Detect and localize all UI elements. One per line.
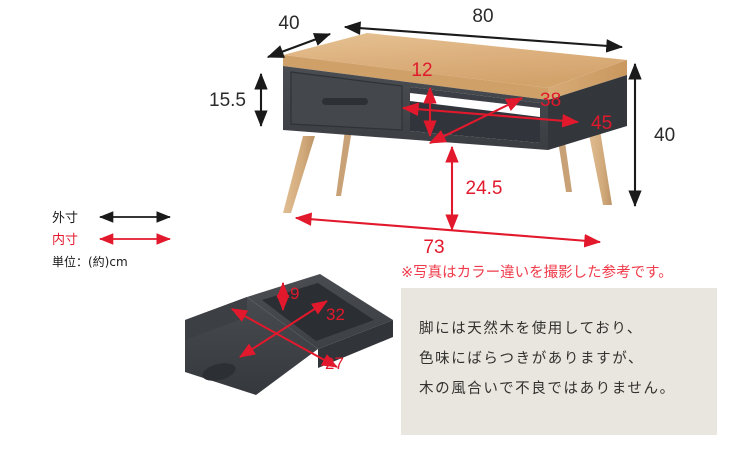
info-line-1: 脚には天然木を使用しており、 — [419, 321, 643, 337]
dim-leg-span-73: 73 — [423, 237, 444, 258]
legend-unit-label: 単位：(約)cm — [52, 254, 128, 269]
dim-shelf-width-38: 38 — [540, 90, 561, 111]
dim-width-80: 80 — [472, 6, 493, 27]
outer-dimension-lines — [254, 21, 642, 208]
legend-inner-label: 内寸 — [52, 232, 78, 248]
table-legs — [283, 128, 612, 213]
dim-shelf-height-12: 12 — [411, 60, 432, 81]
dim-depth-40: 40 — [278, 13, 299, 34]
drawer-depth-arrow — [230, 308, 338, 368]
legend-outer-label: 外寸 — [52, 211, 78, 226]
photo-disclaimer-note: ※写真はカラー違いを撮影した参考です。 — [401, 265, 673, 281]
info-line-2: 色味にばらつきがありますが、 — [419, 351, 645, 367]
dim-total-height-40: 40 — [654, 125, 675, 146]
dim-drawer-width-32: 32 — [326, 305, 345, 324]
inner-dimension-lines — [294, 86, 602, 248]
dim-floor-clearance-24-5: 24.5 — [466, 178, 503, 199]
info-panel: 脚には天然木を使用しており、 色味にばらつきがありますが、 木の風合いで不良では… — [401, 288, 717, 435]
info-line-3: 木の風合いで不良ではありません。 — [419, 381, 676, 397]
drawer-handle — [202, 363, 236, 381]
drawer-front-top — [185, 297, 247, 340]
dim-drawer-height-9: 9 — [290, 284, 299, 303]
dim-drawer-depth-27: 27 — [325, 354, 344, 373]
dim-shelf-depth-45: 45 — [591, 113, 612, 134]
dim-body-height-15-5: 15.5 — [209, 90, 246, 111]
